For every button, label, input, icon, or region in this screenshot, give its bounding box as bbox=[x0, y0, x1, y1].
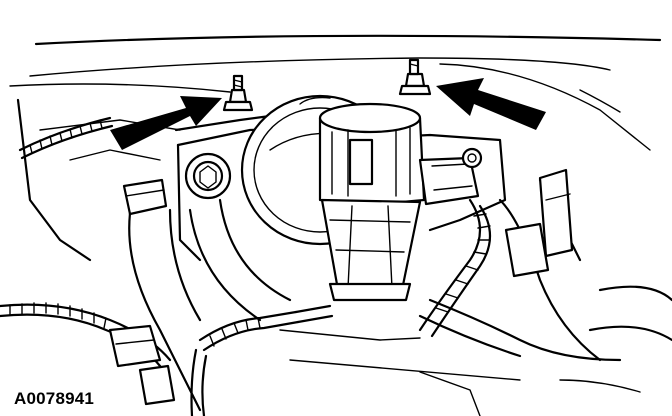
lower-left-connector bbox=[108, 324, 176, 406]
left-mounting-bolt bbox=[222, 74, 254, 112]
right-pointer-arrow bbox=[436, 78, 546, 130]
electrical-connector bbox=[418, 147, 483, 206]
right-hose bbox=[538, 168, 672, 342]
upper-harness bbox=[18, 116, 114, 160]
right-mounting-bolt bbox=[398, 58, 432, 96]
hood-outline bbox=[9, 34, 662, 151]
solenoid-harness bbox=[418, 198, 491, 338]
solenoid-body bbox=[318, 102, 426, 302]
lower-frame bbox=[279, 329, 641, 416]
left-pointer-arrow bbox=[110, 96, 222, 150]
hoses bbox=[122, 178, 622, 412]
figure-id-label: A0078941 bbox=[12, 389, 97, 409]
mounting-bracket bbox=[176, 126, 507, 262]
